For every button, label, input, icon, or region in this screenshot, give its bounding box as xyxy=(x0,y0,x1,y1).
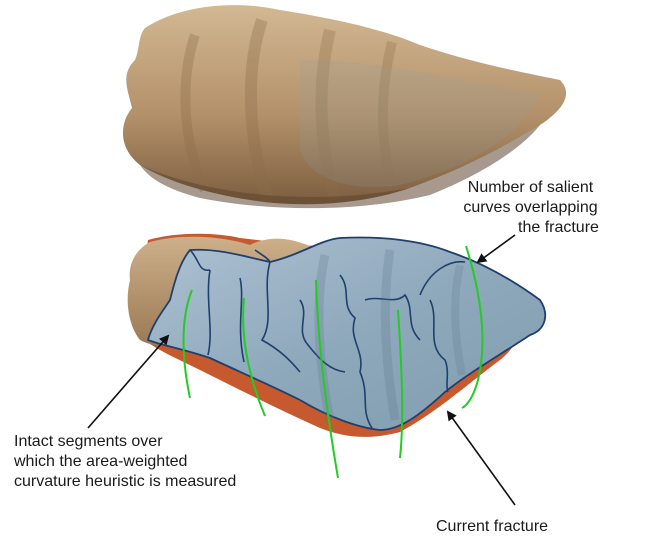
salient-curves-label: Number of salient curves overlapping the… xyxy=(462,178,599,238)
arrow-current-fracture xyxy=(448,412,515,505)
intact-segments-label-line-3: curvature heuristic is measured xyxy=(14,472,236,492)
current-fracture-label-line-1: Current fracture xyxy=(436,517,548,537)
salient-curves-label-line-2: curves overlapping xyxy=(462,198,599,218)
current-fracture-label: Current fracture xyxy=(436,517,548,537)
salient-curves-label-line-1: Number of salient xyxy=(462,178,599,198)
intact-segments-label-line-2: which the area-weighted xyxy=(14,452,236,472)
arrow-salient-curves xyxy=(478,235,515,262)
intact-segments-label-line-1: Intact segments over xyxy=(14,432,236,452)
intact-segments-label: Intact segments over which the area-weig… xyxy=(14,432,236,492)
intact-segments-region xyxy=(148,238,545,430)
salient-curves-label-line-3: the fracture xyxy=(462,218,599,238)
arrow-intact-segments xyxy=(88,336,168,428)
